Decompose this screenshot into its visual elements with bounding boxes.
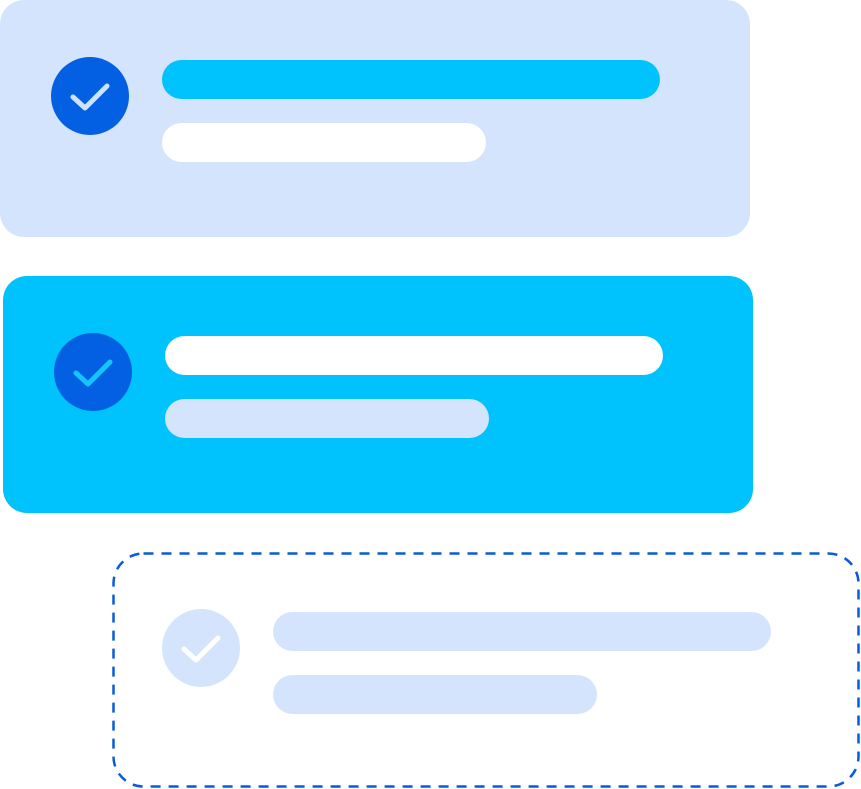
task-card-completed[interactable]: [0, 0, 750, 237]
subtitle-line-placeholder: [165, 399, 489, 438]
subtitle-line-placeholder: [162, 123, 486, 162]
check-circle-icon[interactable]: [51, 57, 129, 135]
check-circle-icon[interactable]: [54, 333, 132, 411]
title-line-placeholder: [273, 612, 771, 651]
title-line-placeholder: [165, 336, 663, 375]
subtitle-line-placeholder: [273, 675, 597, 714]
title-line-placeholder: [162, 60, 660, 99]
task-card-placeholder-dashed[interactable]: [112, 552, 860, 788]
task-card-selected[interactable]: [3, 276, 753, 513]
check-circle-icon[interactable]: [162, 609, 240, 687]
dashed-border: [112, 552, 860, 788]
